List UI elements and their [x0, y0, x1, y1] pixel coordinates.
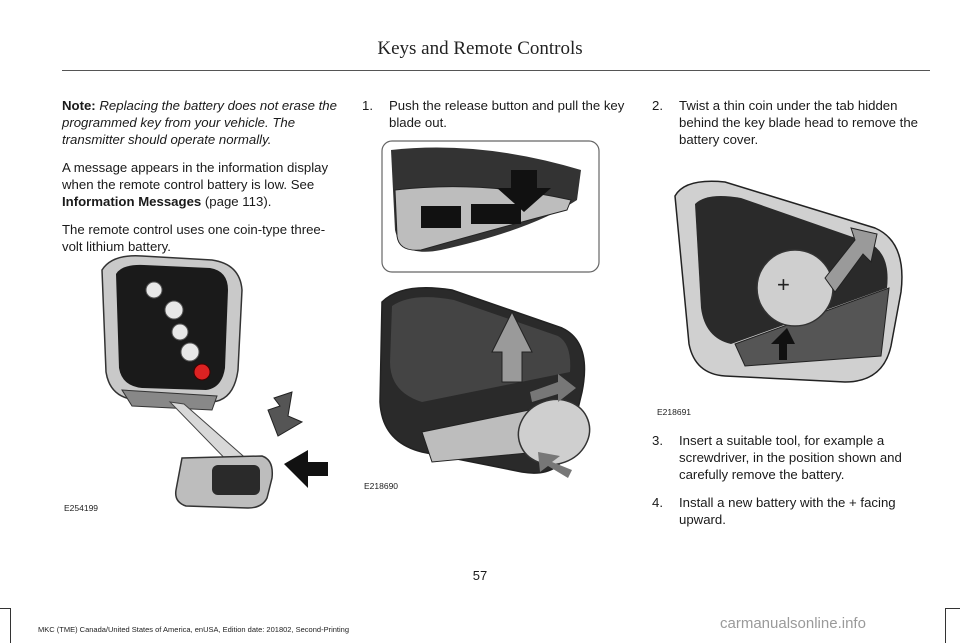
- step-3-number: 3.: [652, 433, 663, 448]
- step-4: 4. Install a new battery with the + faci…: [652, 494, 924, 528]
- step-2-text: Twist a thin coin under the tab hidden b…: [679, 98, 919, 147]
- battery-cover-figure: +: [674, 180, 903, 383]
- figure-code-3: E218691: [657, 407, 692, 417]
- opened-fob-illustration: [379, 287, 591, 478]
- crop-mark: [946, 608, 960, 609]
- title-rule: [62, 70, 930, 71]
- step-1-number: 1.: [362, 98, 373, 113]
- column-3: 2. Twist a thin coin under the tab hidde…: [652, 97, 924, 159]
- figure-code-1: E254199: [64, 503, 99, 513]
- watermark: carmanualsonline.info: [720, 615, 866, 632]
- battery-cover-illustration: +: [674, 180, 903, 383]
- column-3-steps: 3. Insert a suitable tool, for example a…: [652, 432, 924, 539]
- step-1: 1. Push the release button and pull the …: [362, 97, 634, 131]
- page-title: Keys and Remote Controls: [377, 38, 583, 59]
- step-2-number: 2.: [652, 98, 663, 113]
- svg-text:+: +: [777, 272, 790, 297]
- crop-mark: [0, 608, 10, 609]
- step-4-text: Install a new battery with the + facing …: [679, 495, 896, 527]
- column-1: Note: Replacing the battery does not era…: [62, 97, 338, 266]
- message-paragraph: A message appears in the information dis…: [62, 159, 338, 210]
- closeup-illustration: [391, 147, 581, 252]
- message-text-before: A message appears in the information dis…: [62, 160, 329, 192]
- step-1-text: Push the release button and pull the key…: [389, 98, 625, 130]
- key-fob-illustration: [101, 255, 328, 509]
- crop-mark: [945, 608, 946, 643]
- column-2: 1. Push the release button and pull the …: [362, 97, 634, 142]
- page-number: 57: [472, 568, 488, 583]
- information-messages-link[interactable]: Information Messages: [62, 194, 202, 209]
- step-3: 3. Insert a suitable tool, for example a…: [652, 432, 924, 483]
- step-4-number: 4.: [652, 495, 663, 510]
- note-text: Replacing the battery does not erase the…: [62, 98, 337, 147]
- note-paragraph: Note: Replacing the battery does not era…: [62, 97, 338, 148]
- release-button-closeup: [381, 140, 600, 273]
- opened-fob-figure: [379, 287, 591, 478]
- edition-footer: MKC (TME) Canada/United States of Americ…: [38, 625, 349, 634]
- battery-type-paragraph: The remote control uses one coin-type th…: [62, 222, 326, 254]
- key-fob-figure: [101, 255, 328, 509]
- note-label: Note:: [62, 98, 96, 113]
- crop-mark: [10, 608, 11, 643]
- message-text-after: (page 113).: [201, 194, 272, 209]
- figure-code-2: E218690: [364, 481, 399, 491]
- step-2: 2. Twist a thin coin under the tab hidde…: [652, 97, 924, 148]
- step-3-text: Insert a suitable tool, for example a sc…: [679, 433, 902, 482]
